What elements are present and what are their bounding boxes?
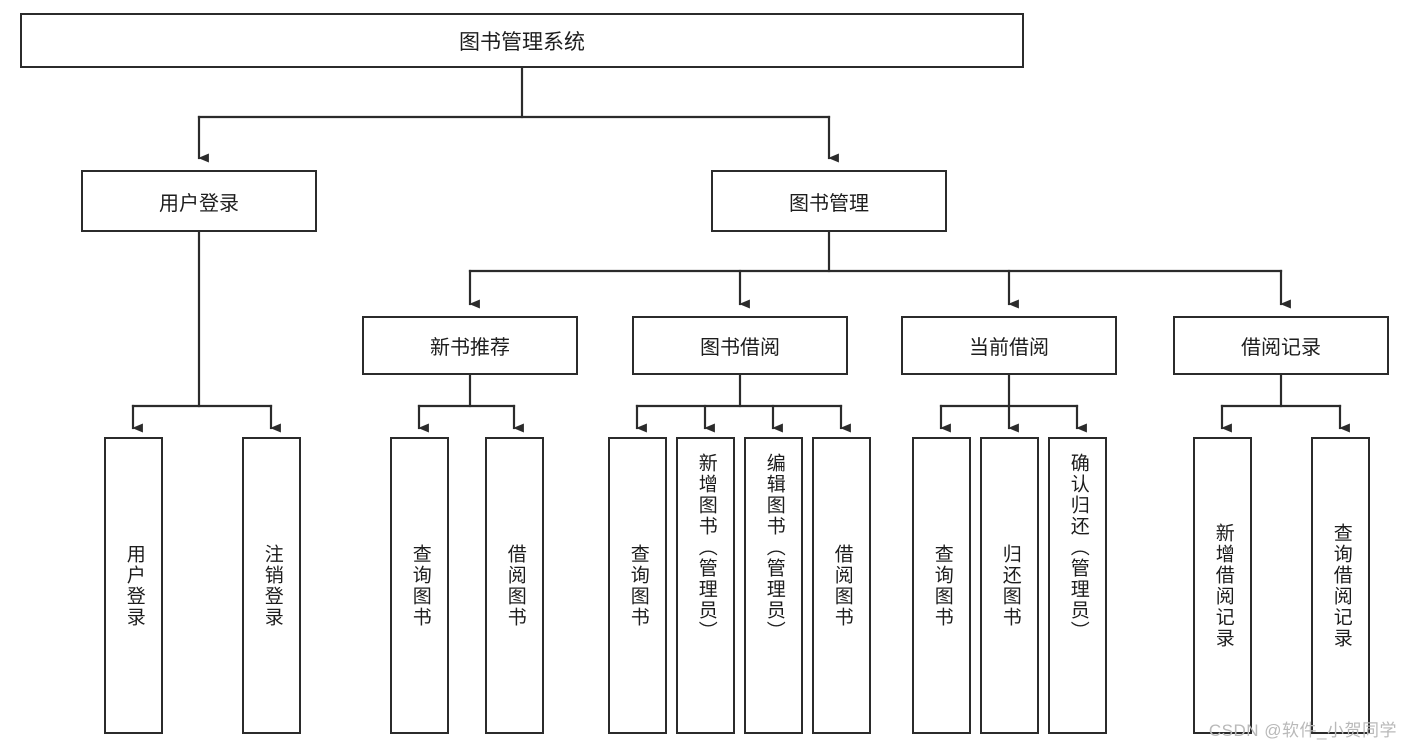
node-label: 用户登录 (159, 192, 239, 215)
leaf-query-record[interactable]: 查询借阅记录 (1311, 437, 1370, 734)
node-label: 新书推荐 (430, 337, 510, 359)
node-new-book-recommend[interactable]: 新书推荐 (362, 316, 578, 375)
node-label: 当前借阅 (969, 337, 1049, 359)
leaf-label: 编辑图书（管理员） (763, 453, 785, 642)
node-borrow-record[interactable]: 借阅记录 (1173, 316, 1389, 375)
leaf-logout-login[interactable]: 注销登录 (242, 437, 301, 734)
leaf-label: 借阅图书 (831, 543, 853, 628)
leaf-label: 归还图书 (999, 543, 1021, 628)
leaf-label: 查询图书 (931, 543, 953, 628)
node-book-borrow[interactable]: 图书借阅 (632, 316, 848, 375)
node-label: 图书管理系统 (459, 30, 585, 54)
leaf-label: 注销登录 (261, 543, 283, 628)
leaf-query-book-3[interactable]: 查询图书 (912, 437, 971, 734)
node-label: 借阅记录 (1241, 337, 1321, 359)
leaf-borrow-book-1[interactable]: 借阅图书 (485, 437, 544, 734)
node-label: 图书借阅 (700, 337, 780, 359)
node-user-login[interactable]: 用户登录 (81, 170, 317, 232)
leaf-label: 确认归还（管理员） (1067, 453, 1089, 642)
csdn-watermark: CSDN @软件_小贺同学 (1208, 721, 1397, 740)
leaf-confirm-return[interactable]: 确认归还（管理员） (1048, 437, 1107, 734)
node-book-management-system[interactable]: 图书管理系统 (20, 13, 1024, 68)
leaf-user-login[interactable]: 用户登录 (104, 437, 163, 734)
leaf-label: 查询借阅记录 (1330, 522, 1352, 649)
node-label: 图书管理 (789, 192, 869, 215)
node-book-manage[interactable]: 图书管理 (711, 170, 947, 232)
leaf-add-book[interactable]: 新增图书（管理员） (676, 437, 735, 734)
leaf-edit-book[interactable]: 编辑图书（管理员） (744, 437, 803, 734)
leaf-query-book-1[interactable]: 查询图书 (390, 437, 449, 734)
leaf-borrow-book-2[interactable]: 借阅图书 (812, 437, 871, 734)
leaf-query-book-2[interactable]: 查询图书 (608, 437, 667, 734)
leaf-label: 查询图书 (409, 543, 431, 628)
leaf-label: 新增借阅记录 (1212, 522, 1234, 649)
leaf-label: 借阅图书 (504, 543, 526, 628)
leaf-label: 用户登录 (123, 543, 145, 628)
leaf-add-record[interactable]: 新增借阅记录 (1193, 437, 1252, 734)
leaf-label: 新增图书（管理员） (695, 453, 717, 642)
leaf-return-book[interactable]: 归还图书 (980, 437, 1039, 734)
leaf-label: 查询图书 (627, 543, 649, 628)
node-current-borrow[interactable]: 当前借阅 (901, 316, 1117, 375)
